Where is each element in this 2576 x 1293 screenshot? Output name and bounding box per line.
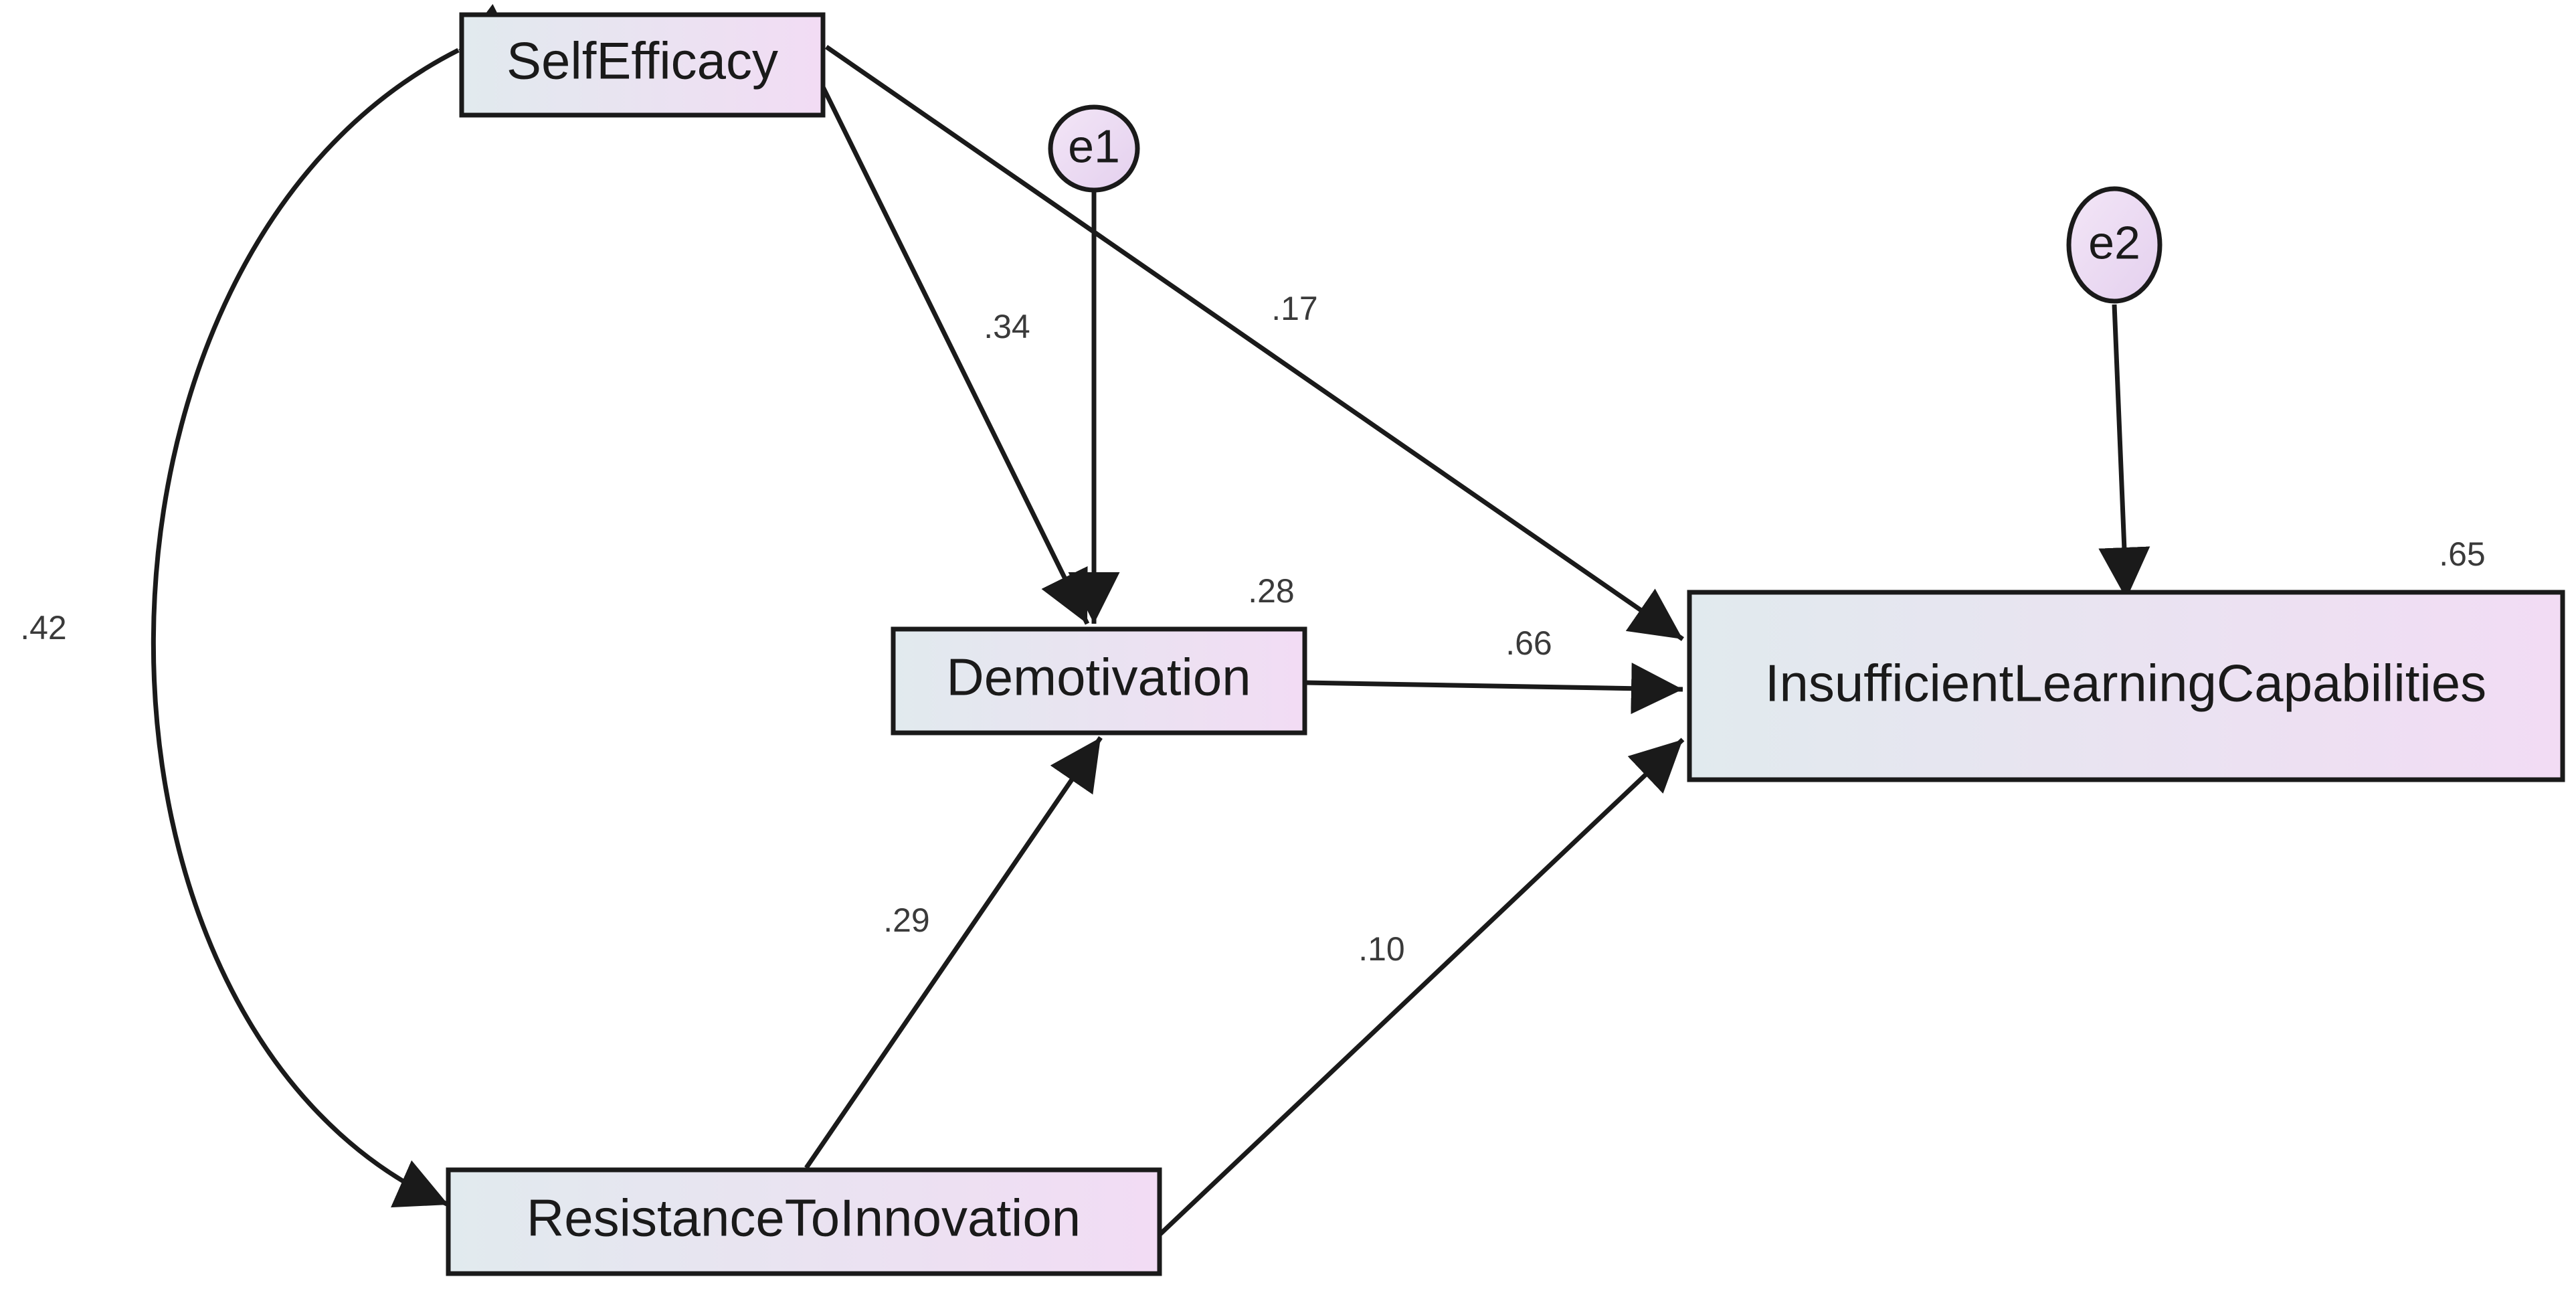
coefficient-demotivation-insufficient: .66 (1505, 624, 1552, 662)
path-e2-to-insufficient (2098, 304, 2150, 600)
node-self-efficacy-label: SelfEfficacy (507, 31, 778, 90)
coefficient-self-efficacy-demotivation: .34 (984, 308, 1030, 345)
coefficient-resistance-insufficient: .10 (1358, 930, 1405, 968)
node-demotivation: Demotivation (891, 626, 1307, 736)
r-squared-demotivation: .28 (1248, 572, 1295, 610)
coefficient-self-efficacy-insufficient: .17 (1271, 290, 1318, 327)
coefficient-resistance-demotivation: .29 (883, 901, 930, 939)
node-insufficient: InsufficientLearningCapabilities (1687, 590, 2565, 782)
error-e2: e2 (2066, 186, 2163, 304)
covariance-self-efficacy-resistance (151, 3, 517, 1208)
path-self-efficacy-to-demotivation (820, 86, 1090, 625)
r-squared-insufficient: .65 (2439, 535, 2486, 573)
path-self-efficacy-to-insufficient (825, 45, 1684, 641)
node-insufficient-label: InsufficientLearningCapabilities (1765, 654, 2486, 713)
node-resistance: ResistanceToInnovation (446, 1167, 1162, 1276)
node-self-efficacy: SelfEfficacy (459, 12, 826, 118)
error-e2-label: e2 (2088, 216, 2140, 268)
error-e1: e1 (1048, 104, 1140, 193)
path-resistance-to-demotivation (804, 736, 1103, 1169)
node-resistance-label: ResistanceToInnovation (527, 1189, 1081, 1247)
node-demotivation-label: Demotivation (946, 648, 1251, 707)
coefficient-covariance: .42 (20, 609, 67, 646)
path-demotivation-to-insufficient (1304, 663, 1683, 715)
path-resistance-to-insufficient (1158, 738, 1685, 1237)
error-e1-label: e1 (1068, 120, 1120, 172)
